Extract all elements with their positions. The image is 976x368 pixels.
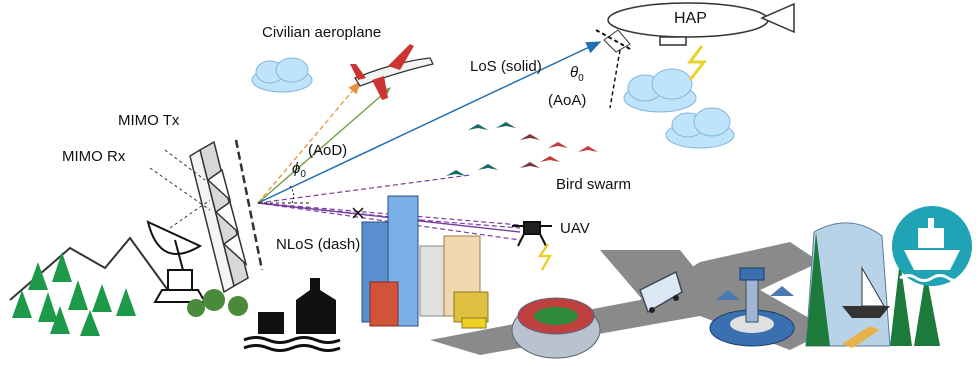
- phi-label: ϕ0: [292, 160, 306, 180]
- city-buildings-icon: [361, 195, 489, 329]
- los-link: [257, 41, 602, 204]
- phi-subscript: 0: [300, 169, 306, 180]
- aoa-label: (AoA): [548, 92, 587, 109]
- cloud-icon: [665, 107, 735, 149]
- mountain-outline: [9, 236, 176, 301]
- hap-label: HAP: [674, 10, 707, 27]
- bird-swarm-icon: [446, 122, 598, 176]
- aeroplane-path-orange: [257, 81, 361, 204]
- civilian-aeroplane-label: Civilian aeroplane: [262, 24, 382, 41]
- aeroplane-path-green: [257, 87, 391, 204]
- theta-subscript: 0: [578, 73, 584, 84]
- blocked-marker-icon: [352, 207, 364, 219]
- mimo-tx-label: MIMO Tx: [118, 112, 180, 129]
- phi-symbol: ϕ: [292, 160, 301, 177]
- airport-icon: [709, 267, 795, 347]
- cloud-icon: [251, 57, 313, 93]
- stadium-icon: [511, 297, 601, 359]
- lightning-icon: [537, 243, 553, 271]
- hap-airship-icon: [595, 2, 795, 109]
- aod-angle-arc: [289, 185, 295, 204]
- uav-label: UAV: [560, 220, 590, 237]
- bird-swarm-label: Bird swarm: [556, 176, 632, 193]
- uav-drone-icon: [512, 221, 552, 247]
- mimo-antenna-array: [189, 139, 264, 294]
- theta-label: θ0: [570, 64, 584, 84]
- lightning-icon: [687, 45, 708, 81]
- satellite-dish-icon: [146, 220, 207, 303]
- bus-icon: [639, 270, 683, 314]
- aod-label: (AoD): [308, 142, 348, 159]
- ship-badge-icon: [892, 206, 972, 286]
- small-trees-icon: [187, 289, 248, 317]
- los-label: LoS (solid): [470, 58, 542, 75]
- mimo-rx-label: MIMO Rx: [62, 148, 126, 165]
- aeroplane-icon: [350, 44, 434, 100]
- cloud-icon: [623, 68, 697, 113]
- forest-icon: [12, 252, 136, 336]
- houses-icon: [243, 278, 341, 352]
- mimo-rx-dashed-lines: [149, 149, 211, 229]
- harbor-island-icon: [805, 222, 940, 348]
- nlos-label: NLoS (dash): [276, 236, 361, 253]
- theta-symbol: θ: [570, 64, 579, 81]
